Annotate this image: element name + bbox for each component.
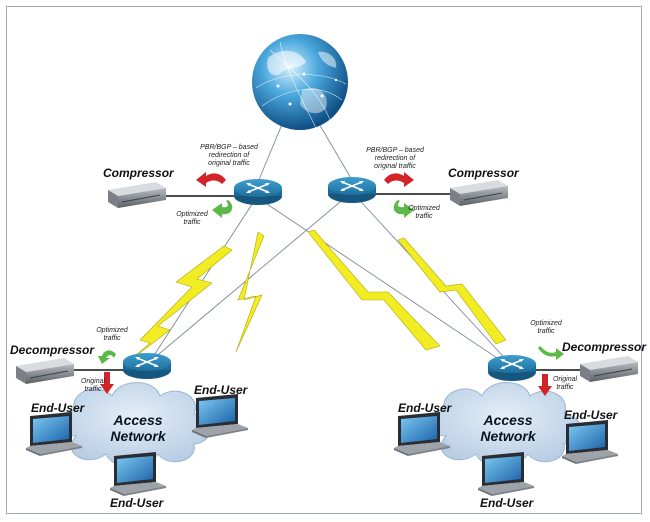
laptop-icon — [192, 394, 248, 438]
note-line: Optimized — [530, 320, 562, 327]
note-line: traffic — [103, 335, 121, 342]
device-lines — [72, 193, 586, 371]
router-icon — [487, 354, 537, 382]
diagram-frame — [6, 6, 642, 514]
enduser-label: End-User — [194, 383, 248, 397]
pbr-note-right: PBR/BGP – based redirection of original … — [364, 147, 426, 171]
enduser-label: End-User — [398, 401, 452, 415]
lightning-icon — [127, 229, 507, 363]
pbr-note-left: PBR/BGP – based redirection of original … — [198, 144, 260, 168]
laptop-icon — [110, 452, 166, 496]
original-note-bottom-right: Original traffic — [548, 376, 582, 392]
note-line: PBR/BGP – based — [200, 144, 258, 151]
note-line: redirection of — [208, 152, 250, 159]
globe-icon — [252, 34, 348, 130]
router-icon — [122, 352, 172, 380]
enduser-label: End-User — [564, 408, 618, 422]
note-line: Original — [552, 376, 578, 383]
note-line: traffic — [183, 219, 201, 226]
note-line: original traffic — [374, 163, 416, 170]
server-icon — [579, 355, 639, 383]
router-icon — [233, 178, 283, 206]
access-network-line1: Access — [483, 412, 533, 428]
router-icon — [327, 176, 377, 204]
note-line: redirection of — [374, 155, 416, 162]
laptop-icon — [562, 420, 618, 464]
server-icon — [15, 357, 75, 385]
note-line: Optimized — [408, 205, 440, 212]
access-network-label-right: Access Network — [476, 412, 540, 444]
original-note-bottom-left: Original traffic — [76, 378, 110, 394]
note-line: PBR/BGP – based — [366, 147, 424, 154]
enduser-label: End-User — [31, 401, 85, 415]
note-line: Optimized — [96, 327, 128, 334]
note-line: original traffic — [208, 160, 250, 167]
access-network-line2: Network — [480, 428, 536, 444]
optimized-note-bottom-left: Optimized traffic — [92, 327, 132, 343]
access-network-line1: Access — [113, 412, 163, 428]
green-arrow-icon — [98, 200, 564, 364]
enduser-label: End-User — [110, 496, 164, 510]
optimized-note-bottom-right: Optimized traffic — [526, 320, 566, 336]
note-line: traffic — [415, 213, 433, 220]
note-line: Optimized — [176, 211, 208, 218]
red-arrow-icon — [100, 172, 552, 396]
server-icon — [107, 181, 167, 209]
enduser-label: End-User — [480, 496, 534, 510]
laptop-icon — [478, 452, 534, 496]
note-line: traffic — [556, 384, 574, 391]
server-icon — [449, 179, 509, 207]
access-network-label-left: Access Network — [106, 412, 170, 444]
access-network-line2: Network — [110, 428, 166, 444]
optimized-note-top-left: Optimized traffic — [172, 211, 212, 227]
decompressor-label-left: Decompressor — [10, 343, 95, 357]
compressor-label-left: Compressor — [103, 166, 174, 180]
compressor-label-right: Compressor — [448, 166, 519, 180]
note-line: traffic — [537, 328, 555, 335]
note-line: Original — [80, 378, 106, 385]
optimized-note-top-right: Optimized traffic — [404, 205, 444, 221]
note-line: traffic — [84, 386, 102, 393]
decompressor-label-right: Decompressor — [562, 340, 647, 354]
